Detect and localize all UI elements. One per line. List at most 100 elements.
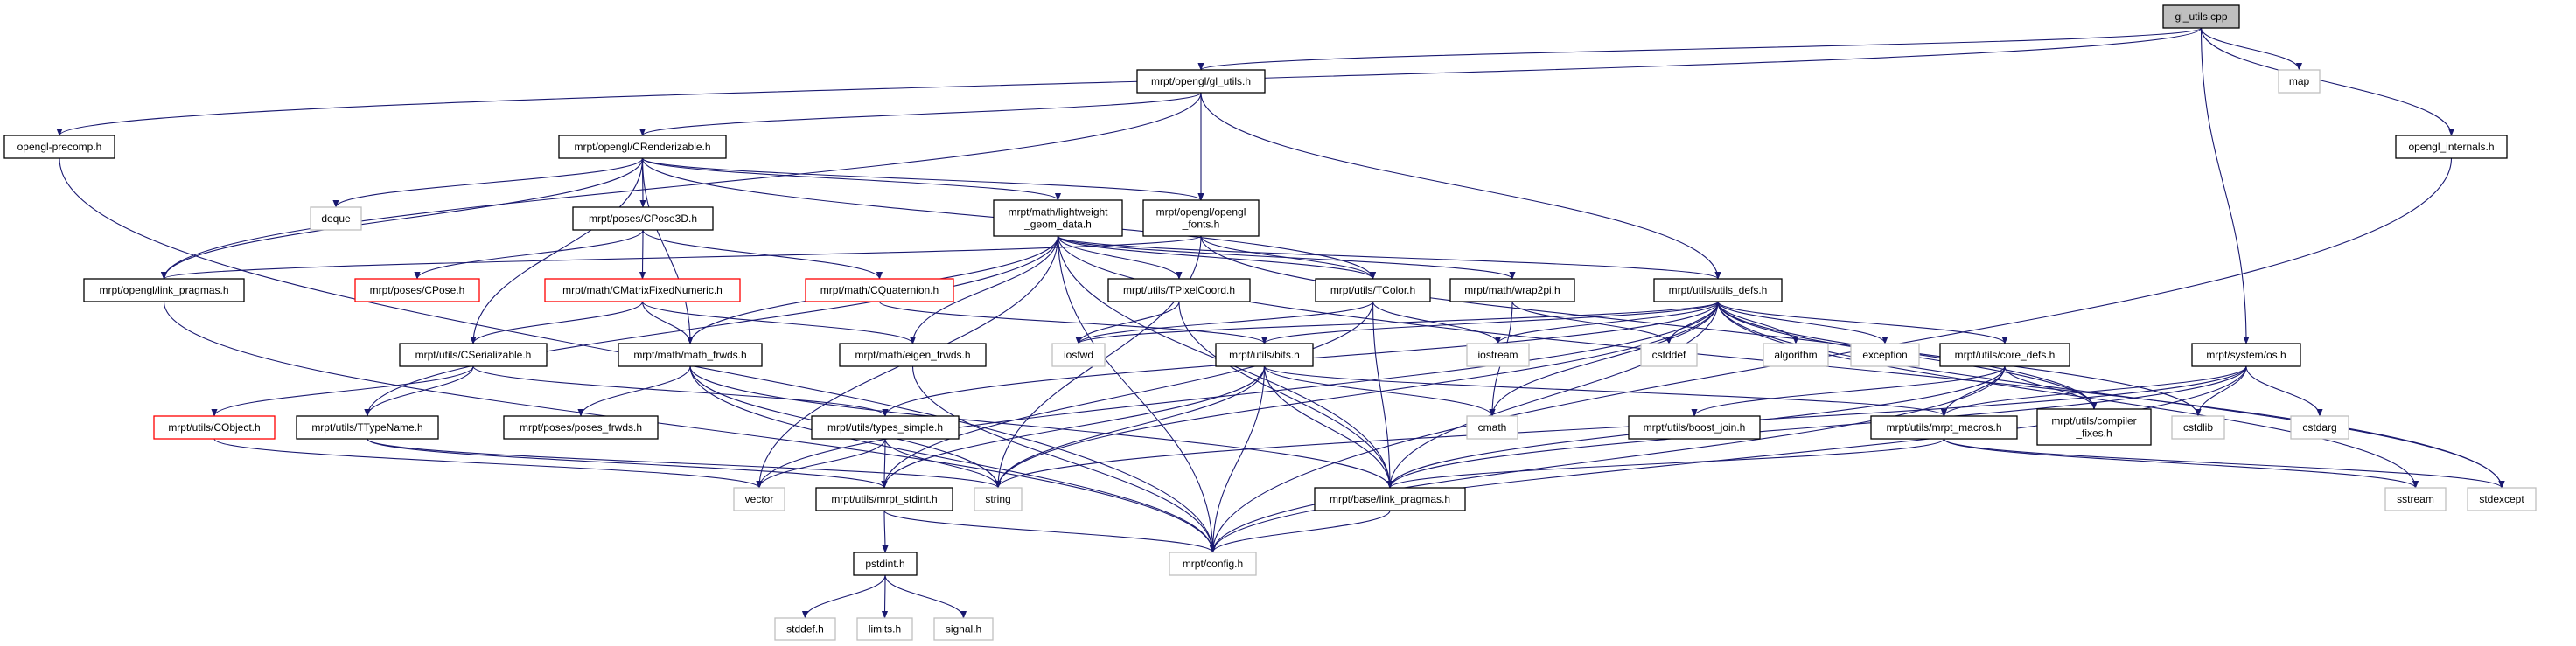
- node-boost[interactable]: mrpt/utils/boost_join.h: [1628, 415, 1761, 440]
- edge-os-to-string: [995, 365, 2247, 489]
- node-precomp[interactable]: opengl-precomp.h: [3, 135, 115, 159]
- node-box: [1215, 343, 1314, 367]
- node-label: mrpt/math/CMatrixFixedNumeric.h: [562, 284, 723, 296]
- edge-bits-to-macros: [1263, 365, 1947, 417]
- node-box: [1870, 415, 2018, 440]
- edge-gl_utils_h-to-crend: [639, 92, 1202, 136]
- node-label: mrpt/poses/poses_frwds.h: [520, 421, 642, 434]
- node-mathfr[interactable]: mrpt/math/math_frwds.h: [618, 343, 763, 367]
- node-deque: deque: [310, 206, 362, 231]
- edge-utils_defs-to-stdexcept: [1717, 301, 2505, 489]
- node-box: [1640, 343, 1698, 367]
- node-cser[interactable]: mrpt/utils/CSerializable.h: [399, 343, 548, 367]
- edge-wrap2pi-to-cstddef: [1511, 301, 1672, 344]
- edge-cpose3d-to-cpose: [414, 229, 644, 280]
- node-label: mrpt/utils/compiler: [2051, 415, 2136, 427]
- node-tpix[interactable]: mrpt/utils/TPixelCoord.h: [1107, 278, 1251, 302]
- node-box: [1136, 69, 1266, 94]
- node-types_simple[interactable]: mrpt/utils/types_simple.h: [811, 415, 960, 440]
- node-label: mrpt/opengl/link_pragmas.h: [99, 284, 228, 296]
- edge-pstdint-to-signal: [884, 574, 967, 619]
- edge-stdint-to-config: [883, 510, 1216, 553]
- edge-lwgd-to-config: [1057, 235, 1217, 553]
- node-ogl_lp[interactable]: mrpt/opengl/link_pragmas.h: [83, 278, 245, 302]
- node-bits[interactable]: mrpt/utils/bits.h: [1215, 343, 1314, 367]
- node-label: mrpt/math/wrap2pi.h: [1464, 284, 1560, 296]
- node-box: [83, 278, 245, 302]
- node-label: string: [985, 493, 1010, 505]
- edge-utils_defs-to-iostream: [1494, 301, 1719, 344]
- node-eigen[interactable]: mrpt/math/eigen_frwds.h: [839, 343, 987, 367]
- node-box: [2395, 135, 2508, 159]
- edge-os-to-macros: [1941, 365, 2247, 417]
- edge-cquat-to-bits: [878, 301, 1267, 344]
- node-cpose3d[interactable]: mrpt/poses/CPose3D.h: [572, 206, 714, 231]
- node-tcolor[interactable]: mrpt/utils/TColor.h: [1315, 278, 1431, 302]
- node-label: cmath: [1478, 421, 1507, 434]
- edge-lwgd-to-eigen: [909, 235, 1059, 344]
- node-cobject[interactable]: mrpt/utils/CObject.h: [153, 415, 276, 440]
- node-fonts[interactable]: mrpt/opengl/opengl_fonts.h: [1142, 199, 1260, 237]
- edge-tcolor-to-baselp: [1372, 301, 1393, 489]
- node-ttype[interactable]: mrpt/utils/TTypeName.h: [296, 415, 439, 440]
- node-box: [399, 343, 548, 367]
- node-box: [2171, 415, 2225, 440]
- edge-macros-to-sstream: [1943, 438, 2419, 489]
- edge-lwgd-to-ttype: [364, 235, 1059, 417]
- node-stdint[interactable]: mrpt/utils/mrpt_stdint.h: [815, 487, 953, 511]
- node-label: algorithm: [1774, 349, 1817, 361]
- node-wrap2pi[interactable]: mrpt/math/wrap2pi.h: [1449, 278, 1575, 302]
- node-cquat[interactable]: mrpt/math/CQuaternion.h: [805, 278, 954, 302]
- node-box: [974, 487, 1023, 511]
- edge-lwgd-to-utils_defs: [1057, 235, 1721, 280]
- node-label: opengl_internals.h: [2408, 141, 2494, 153]
- node-box: [805, 278, 954, 302]
- node-box: [1051, 343, 1106, 367]
- edge-crend-to-fonts: [641, 157, 1204, 201]
- edge-macros-to-stdexcept: [1943, 438, 2505, 489]
- node-label: iostream: [1477, 349, 1518, 361]
- node-box: [310, 206, 362, 231]
- node-box: [1142, 199, 1260, 237]
- node-root[interactable]: gl_utils.cpp: [2162, 4, 2240, 29]
- node-label: pstdint.h: [865, 558, 904, 570]
- edge-utils_defs-to-cmath: [1489, 301, 1719, 417]
- edge-cobject-to-vector: [213, 438, 763, 489]
- node-box: [993, 199, 1123, 237]
- edge-ogl_lp-to-config: [163, 301, 1217, 553]
- edge-fonts-to-tcolor: [1200, 235, 1377, 280]
- node-compfix[interactable]: mrpt/utils/compiler_fixes.h: [2036, 408, 2152, 446]
- edge-utils_defs-to-algorithm: [1717, 301, 1799, 344]
- node-posesfr[interactable]: mrpt/poses/poses_frwds.h: [503, 415, 659, 440]
- node-label: cstdlib: [2183, 421, 2213, 434]
- node-label: gl_utils.cpp: [2175, 10, 2227, 23]
- edge-lwgd-to-tcolor: [1057, 235, 1376, 280]
- node-core_defs[interactable]: mrpt/utils/core_defs.h: [1939, 343, 2070, 367]
- node-label: mrpt/poses/CPose3D.h: [589, 212, 697, 225]
- node-os[interactable]: mrpt/system/os.h: [2191, 343, 2301, 367]
- node-gl_utils_h[interactable]: mrpt/opengl/gl_utils.h: [1136, 69, 1266, 94]
- node-macros[interactable]: mrpt/utils/mrpt_macros.h: [1870, 415, 2018, 440]
- node-internals[interactable]: opengl_internals.h: [2395, 135, 2508, 159]
- node-label: map: [2289, 75, 2310, 87]
- node-box: [1315, 278, 1431, 302]
- node-label: opengl-precomp.h: [17, 141, 102, 153]
- node-cmfn[interactable]: mrpt/math/CMatrixFixedNumeric.h: [544, 278, 741, 302]
- node-baselp[interactable]: mrpt/base/link_pragmas.h: [1314, 487, 1466, 511]
- node-label: mrpt/utils/types_simple.h: [827, 421, 943, 434]
- edge-utils_defs-to-vector: [756, 301, 1719, 489]
- node-cpose[interactable]: mrpt/poses/CPose.h: [354, 278, 480, 302]
- node-lwgd[interactable]: mrpt/math/lightweight_geom_data.h: [993, 199, 1123, 237]
- node-config: mrpt/config.h: [1169, 552, 1257, 576]
- edge-stdint-to-pstdint: [882, 510, 889, 553]
- node-crend[interactable]: mrpt/opengl/CRenderizable.h: [558, 135, 727, 159]
- node-label: mrpt/utils/boost_join.h: [1644, 421, 1746, 434]
- node-box: [815, 487, 953, 511]
- edge-cser-to-ttype: [364, 365, 474, 417]
- edge-utils_defs-to-exception: [1717, 301, 1888, 344]
- node-label: _fonts.h: [1182, 219, 1220, 231]
- node-pstdint[interactable]: pstdint.h: [853, 552, 918, 576]
- node-utils_defs[interactable]: mrpt/utils/utils_defs.h: [1653, 278, 1783, 302]
